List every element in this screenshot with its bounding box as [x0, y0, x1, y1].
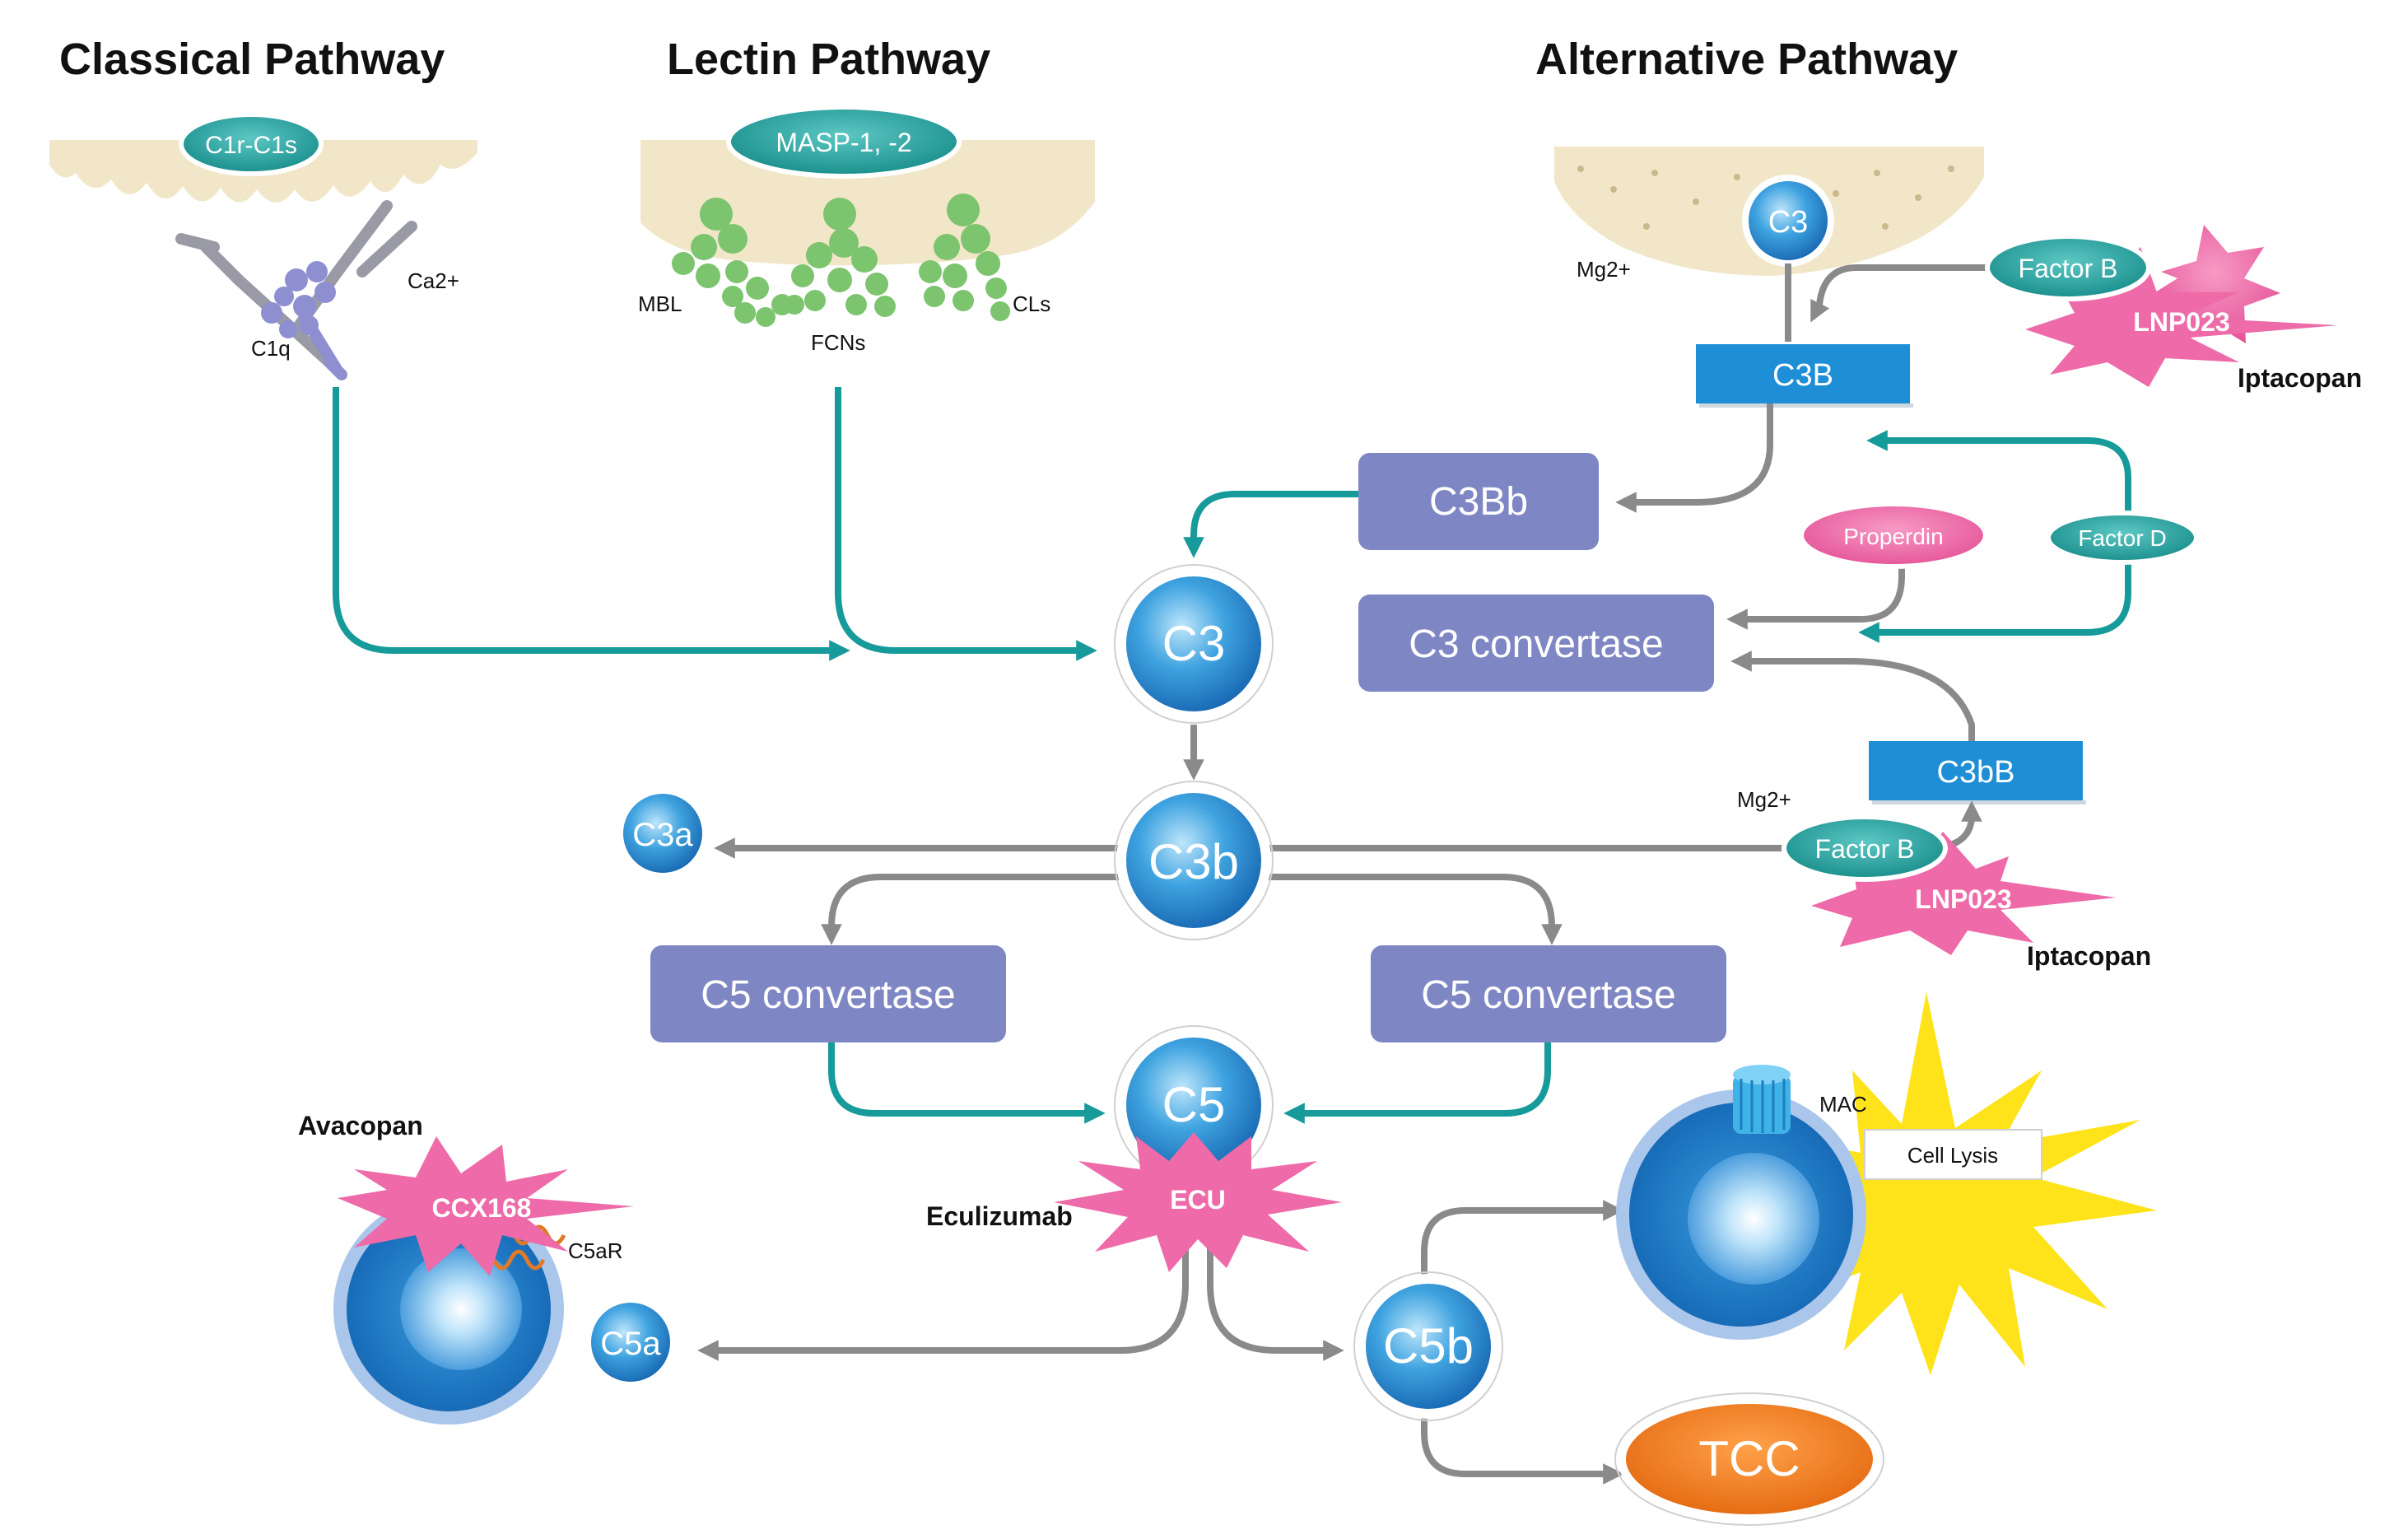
- factor-b-mid-badge: [1782, 814, 1948, 882]
- c5-to-c5a-arrow: [697, 1243, 1189, 1361]
- lnp023-mid-burst: [1811, 832, 2116, 955]
- title-lectin-pathway: Lectin Pathway: [667, 35, 990, 84]
- c1q-label: C1q: [251, 336, 291, 361]
- cls-molecule-icon: [919, 194, 1010, 321]
- c3a-node: [617, 787, 709, 879]
- c5a-label: C5a: [600, 1326, 661, 1362]
- properdin-label: Properdin: [1843, 524, 1943, 549]
- fcns-molecule-icon: [785, 198, 896, 317]
- ecu-label: ECU: [1170, 1185, 1226, 1215]
- alternative-membrane-dots: [1577, 166, 1954, 230]
- c5ar-cell-nucleus: [400, 1248, 522, 1370]
- title-classical-pathway: Classical Pathway: [59, 35, 445, 84]
- c5a-node: [585, 1296, 677, 1388]
- mg2-mid-label: Mg2+: [1737, 787, 1791, 812]
- c3b-center-node: [1116, 783, 1271, 938]
- properdin-to-c3-convertase-arrow: [1726, 560, 1905, 630]
- factor-d-loop-arrow-top: [1866, 430, 2131, 535]
- iptacopan-top-label: Iptacopan: [2238, 363, 2362, 393]
- mg2-top-label: Mg2+: [1577, 257, 1631, 282]
- factor-d-loop-arrow-bottom: [1858, 560, 2131, 643]
- factor-b-top-label: Factor B: [2019, 254, 2118, 283]
- c5-to-c5b-arrow: [1207, 1243, 1344, 1361]
- cell-lysis-burst: [1770, 992, 2157, 1375]
- mac-cell-nucleus: [1688, 1153, 1819, 1285]
- c5b-label: C5b: [1383, 1318, 1474, 1373]
- mac-label: MAC: [1819, 1092, 1867, 1117]
- cell-lysis-box: [1864, 1129, 2042, 1180]
- c1q-complex: [261, 261, 347, 380]
- c3bb-box: [1358, 453, 1599, 550]
- tcc-node: [1618, 1396, 1881, 1523]
- lectin-to-c3-arrow: [835, 387, 1097, 661]
- factor-d-badge: [2046, 511, 2199, 565]
- c3bb-to-c3-arrow: [1183, 491, 1358, 558]
- c3-alternative-label: C3: [1768, 205, 1809, 240]
- c1r-c1s-label: C1r-C1s: [205, 132, 297, 159]
- fcns-label: FCNs: [811, 330, 865, 355]
- masp-label: MASP-1, -2: [775, 128, 911, 157]
- c5-convertase-right-label: C5 convertase: [1421, 973, 1676, 1017]
- c3b-top-label: C3B: [1772, 358, 1833, 393]
- tcc-label: TCC: [1698, 1431, 1800, 1486]
- c5-convertase-left-box: [650, 945, 1006, 1042]
- c1r-c1s-badge: [179, 112, 324, 176]
- c5-convertase-right-box: [1371, 945, 1726, 1042]
- c5-center-label: C5: [1162, 1077, 1226, 1132]
- factor-d-label: Factor D: [2078, 525, 2166, 551]
- c3-center-node: [1116, 567, 1271, 721]
- mac-pore-icon: [1733, 1065, 1791, 1134]
- c3b-top-box: [1696, 344, 1910, 403]
- ccx168-label: CCX168: [432, 1193, 532, 1223]
- c3b-to-c3bb-arrow: [1615, 403, 1773, 513]
- c3bb-lower-box: [1869, 741, 2083, 800]
- c3bb-lower-to-convertase-arrow: [1730, 651, 1975, 745]
- c5-convertase-left-to-c5-arrow: [828, 1042, 1106, 1124]
- factor-b-mid-label: Factor B: [1815, 834, 1915, 864]
- c3b-to-c5-convertase-left-arrow: [821, 874, 1124, 945]
- title-alternative-pathway: Alternative Pathway: [1535, 35, 1958, 84]
- iptacopan-mid-label: Iptacopan: [2027, 941, 2151, 971]
- c5-convertase-right-to-c5-arrow: [1283, 1042, 1551, 1124]
- c3b-to-c5-convertase-right-arrow: [1264, 874, 1563, 945]
- avacopan-label: Avacopan: [298, 1111, 423, 1140]
- mbl-molecule-icon: [672, 198, 793, 327]
- cell-lysis-label: Cell Lysis: [1907, 1143, 1998, 1168]
- lnp023-top-burst: [2025, 247, 2338, 387]
- c5ar-label: C5aR: [568, 1238, 622, 1263]
- c3a-label: C3a: [632, 817, 693, 853]
- c3-convertase-box: [1358, 595, 1714, 692]
- c3-center-label: C3: [1162, 616, 1226, 671]
- cls-label: CLs: [1013, 291, 1050, 316]
- c3b-center-label: C3b: [1148, 834, 1239, 889]
- classical-to-c3-arrow: [333, 387, 850, 661]
- c5b-to-mac-arrow: [1421, 1200, 1624, 1301]
- c5b-node: [1356, 1274, 1501, 1419]
- c3bb-label: C3Bb: [1429, 480, 1528, 524]
- properdin-badge: [1799, 501, 1988, 569]
- masp-badge: [726, 105, 962, 179]
- mbl-label: MBL: [638, 291, 682, 316]
- c5-convertase-left-label: C5 convertase: [701, 973, 956, 1017]
- ecu-burst: [1054, 1132, 1342, 1272]
- c3bb-lower-label: C3bB: [1936, 755, 2014, 790]
- c5b-to-tcc-arrow: [1421, 1400, 1624, 1485]
- factor-b-top-badge: [1985, 234, 2151, 301]
- ccx168-burst: [338, 1136, 634, 1276]
- eculizumab-label: Eculizumab: [926, 1201, 1073, 1231]
- lnp023-top-label: LNP023: [2133, 307, 2229, 337]
- c3-convertase-label: C3 convertase: [1409, 623, 1664, 666]
- lnp023-mid-label: LNP023: [1915, 884, 2011, 914]
- ca2-label: Ca2+: [408, 268, 459, 293]
- factor-b-to-c3b-arrow: [1810, 264, 2009, 323]
